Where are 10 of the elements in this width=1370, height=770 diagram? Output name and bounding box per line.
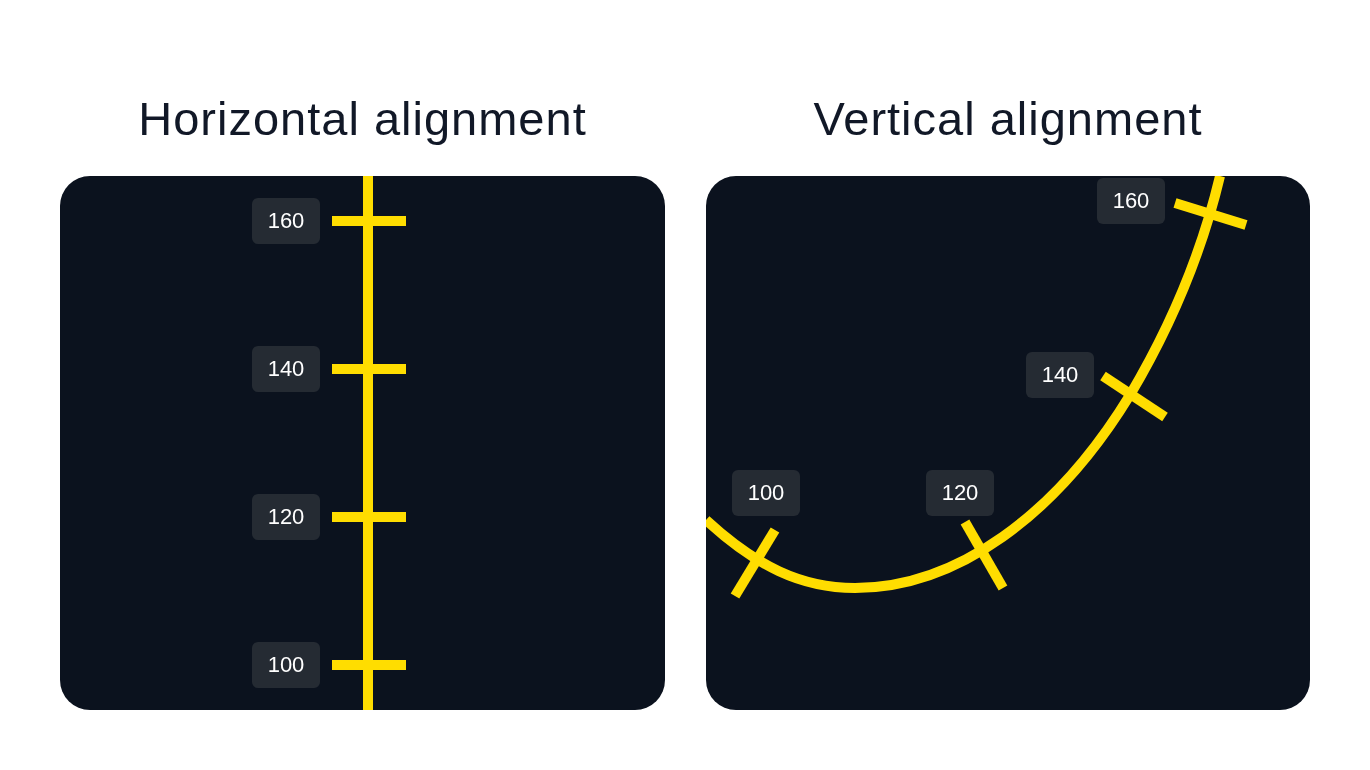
panel-heading: Vertical alignment [812,94,1204,144]
station-label: 120 [926,470,994,516]
station-label: 100 [732,470,800,516]
station-label: 100 [252,642,320,688]
station-label: 140 [1026,352,1094,398]
station-label: 140 [252,346,320,392]
panel-heading: Horizontal alignment [137,94,588,144]
station-label: 120 [252,494,320,540]
station-label: 160 [1097,178,1165,224]
station-label: 160 [252,198,320,244]
